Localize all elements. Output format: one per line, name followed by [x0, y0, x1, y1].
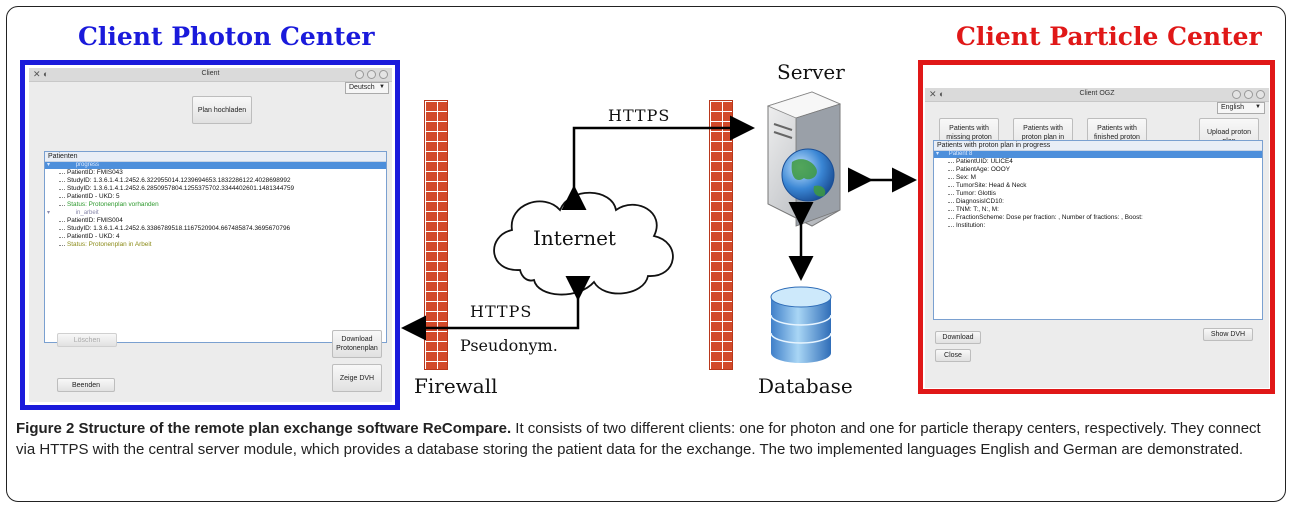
tree-item[interactable]: Institution:: [934, 222, 1262, 230]
language-select[interactable]: English ▼: [1217, 102, 1265, 114]
pseudonym-label: Pseudonym.: [460, 336, 558, 355]
status-item[interactable]: Status: Protonenplan in Arbeit: [45, 241, 386, 249]
https-top-label: HTTPS: [608, 106, 671, 125]
show-dvh-button[interactable]: Show DVH: [1203, 328, 1253, 341]
upload-plan-button[interactable]: Plan hochladen: [192, 96, 252, 124]
https-bottom-label: HTTPS: [470, 302, 533, 321]
firewall-label: Firewall: [414, 374, 498, 398]
particle-client-window: ✕ ◐ Client OGZ English ▼ Patients with m…: [925, 88, 1269, 388]
database-icon: [770, 286, 832, 363]
tree-item[interactable]: PatientID: FMIS043: [45, 169, 386, 177]
connection-arrows: [401, 115, 917, 341]
tree-item[interactable]: DiagnosisICD10:: [934, 198, 1262, 206]
tree-item[interactable]: PatientUID: ULICE4: [934, 158, 1262, 166]
tree-item[interactable]: TumorSite: Head & Neck: [934, 182, 1262, 190]
expand-icon: ▾: [47, 162, 51, 168]
window-title: Client: [201, 70, 220, 77]
network-diagram: [401, 91, 917, 363]
list-header: Patienten: [45, 152, 386, 162]
language-value: Deutsch: [349, 84, 375, 91]
download-button[interactable]: Download: [935, 331, 981, 344]
chevron-down-icon: ▼: [379, 84, 385, 90]
caption-title: Figure 2 Structure of the remote plan ex…: [16, 420, 512, 437]
chevron-down-icon: ▼: [1255, 104, 1261, 110]
tree-group[interactable]: ▾ in_arbeit: [47, 210, 99, 216]
app-icon: ✕ ◐: [929, 89, 945, 99]
tree-item[interactable]: StudyID: 1.3.6.1.4.1.2452.6.322955014.12…: [45, 177, 386, 185]
tree-item[interactable]: PatientAge: OOOY: [934, 166, 1262, 174]
delete-button[interactable]: Löschen: [57, 333, 117, 347]
particle-client-heading: Client Particle Center: [956, 22, 1262, 51]
window-titlebar: ✕ ◐ Client OGZ: [925, 88, 1269, 102]
close-icon[interactable]: [379, 70, 388, 79]
maximize-icon[interactable]: [1244, 90, 1253, 99]
tree-item[interactable]: FractionScheme: Dose per fraction: , Num…: [934, 214, 1262, 222]
database-label: Database: [758, 374, 853, 398]
photon-client-heading: Client Photon Center: [78, 22, 375, 51]
photon-client-border: [20, 60, 400, 410]
tree-item[interactable]: PatientID - UKD: 5: [45, 193, 386, 201]
tree-item[interactable]: StudyID: 1.3.6.1.4.1.2452.6.3386789518.1…: [45, 225, 386, 233]
quit-button[interactable]: Beenden: [57, 378, 115, 392]
language-value: English: [1221, 104, 1244, 111]
show-dvh-button[interactable]: Zeige DVH: [332, 364, 382, 392]
internet-label: Internet: [533, 226, 616, 250]
tree-item[interactable]: TNM: T:, N:, M:: [934, 206, 1262, 214]
patient-list: Patienten ▾ progress PatientID: FMIS043 …: [44, 151, 387, 343]
photon-client-window: ✕ ◐ Client Deutsch ▼ Plan hochladen Pati…: [29, 68, 392, 402]
caption-text: It consists of two different clients: on…: [16, 420, 1261, 458]
server-icon: [766, 91, 842, 227]
window-titlebar: ✕ ◐ Client: [29, 68, 392, 82]
figure-caption: Figure 2 Structure of the remote plan ex…: [16, 418, 1278, 460]
maximize-icon[interactable]: [367, 70, 376, 79]
expand-icon: ▾: [47, 210, 51, 216]
minimize-icon[interactable]: [355, 70, 364, 79]
tree-item[interactable]: PatientID - UKD: 4: [45, 233, 386, 241]
minimize-icon[interactable]: [1232, 90, 1241, 99]
tree-group[interactable]: ▾ Patient 8: [934, 151, 1262, 158]
list-header: Patients with proton plan in progress: [934, 141, 1262, 151]
language-select[interactable]: Deutsch ▼: [345, 82, 389, 94]
tree-item[interactable]: PatientID: FMIS004: [45, 217, 386, 225]
tree-item[interactable]: Tumor: Glottis: [934, 190, 1262, 198]
tree-group[interactable]: ▾ progress: [45, 162, 386, 169]
status-item[interactable]: Status: Protonenplan vorhanden: [45, 201, 386, 209]
download-proton-plan-button[interactable]: Download Protonenplan: [332, 330, 382, 358]
app-icon: ✕ ◐: [33, 69, 49, 79]
particle-client-border: [918, 60, 1275, 394]
expand-icon: ▾: [936, 151, 940, 157]
close-button[interactable]: Close: [935, 349, 971, 362]
window-title: Client OGZ: [1079, 90, 1115, 97]
close-icon[interactable]: [1256, 90, 1265, 99]
tree-item[interactable]: Sex: M: [934, 174, 1262, 182]
server-label: Server: [777, 60, 845, 84]
patient-list: Patients with proton plan in progress ▾ …: [933, 140, 1263, 320]
tree-item[interactable]: StudyID: 1.3.6.1.4.1.2452.6.2850957804.1…: [45, 185, 386, 193]
